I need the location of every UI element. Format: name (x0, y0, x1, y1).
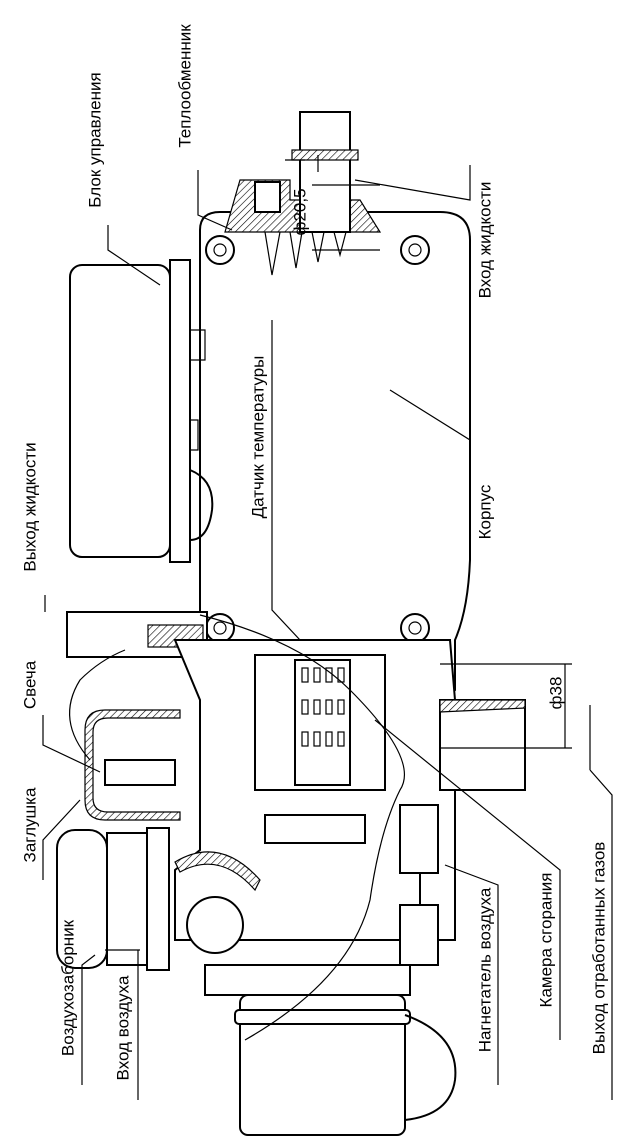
blower-impeller (186, 896, 244, 954)
glow-plug (104, 759, 176, 786)
heat-exchanger-fins (264, 231, 347, 276)
label-liquid-outlet: Выход жидкости (21, 442, 40, 571)
exhaust-gasket (439, 699, 526, 713)
label-heat-exchanger: Теплообменник (176, 24, 195, 148)
exhaust-pipe (439, 699, 526, 791)
label-glow-plug: Свеча (21, 660, 40, 709)
label-temperature-sensor: Датчик температуры (249, 356, 268, 519)
label-combustion-chamber: Камера сгорания (537, 873, 556, 1008)
label-air-blower: Нагнетатель воздуха (476, 887, 495, 1052)
plug-cap (84, 709, 181, 821)
label-control-unit: Блок управления (86, 72, 105, 207)
mounting-lugs (205, 235, 430, 643)
inlet-pipe (299, 111, 351, 233)
control-unit-connectors (190, 329, 206, 451)
fan-motor-base (204, 964, 411, 996)
leader-lines (42, 155, 613, 1100)
fan-motor-cable (404, 1014, 457, 1121)
label-plug-cap: Заглушка (21, 787, 40, 862)
label-air-intake: Воздухозаборник (59, 919, 78, 1056)
fuel-nozzle (264, 814, 366, 844)
flame-tube (294, 659, 351, 786)
glow-plug-wire (69, 649, 126, 761)
inlet-bolt (254, 181, 281, 213)
label-exhaust-outlet: Выход отработанных газов (590, 842, 609, 1055)
fan-motor-band (234, 1009, 411, 1025)
control-unit-box (69, 264, 171, 558)
air-intake-collar (146, 827, 170, 971)
label-housing: Корпус (476, 484, 495, 539)
cutaway-line (199, 614, 405, 1041)
label-liquid-inlet: Вход жидкости (476, 182, 495, 299)
control-unit-cable (189, 469, 214, 541)
air-intake-neck (106, 832, 148, 966)
label-air-inlet: Вход воздуха (114, 975, 133, 1080)
inlet-pipe-collar (291, 149, 359, 161)
blower-motor-mount-1 (399, 804, 439, 874)
blower-duct (174, 851, 261, 892)
fan-motor (239, 994, 406, 1136)
blower-motor-mount-2 (399, 904, 439, 966)
control-unit-flange (169, 259, 191, 563)
label-exhaust-diameter: ф38 (547, 677, 566, 710)
label-inlet-diameter: ф20,5 (291, 188, 310, 235)
